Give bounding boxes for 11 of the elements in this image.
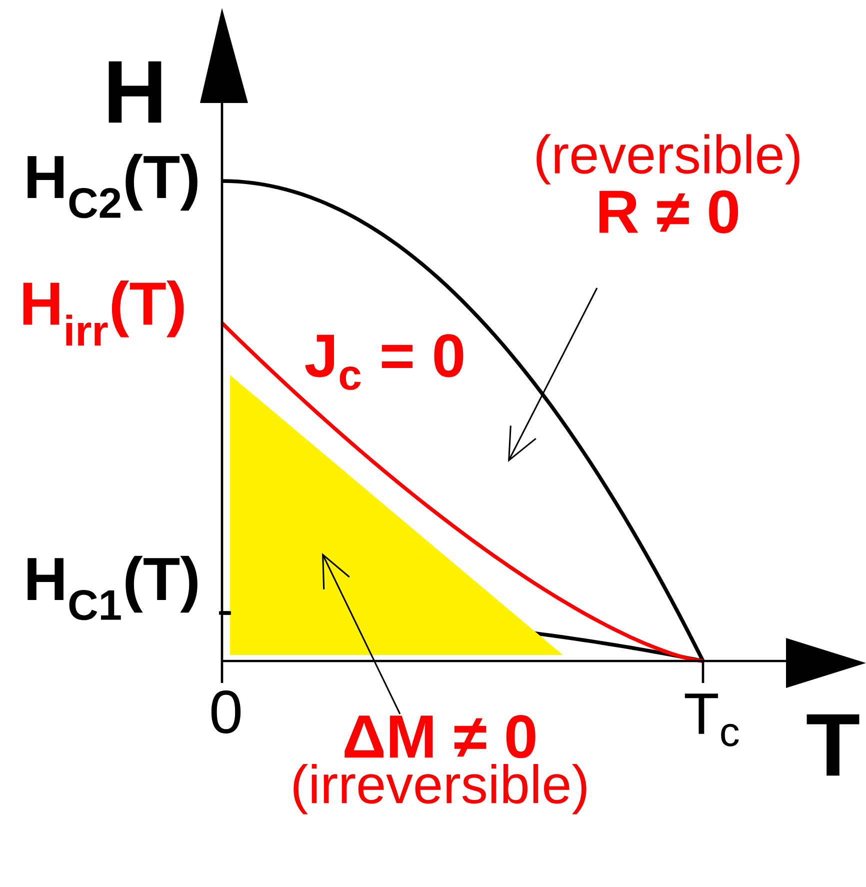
arrow xyxy=(322,552,401,714)
region-label: ΔM ≠ 0 (irreversible) xyxy=(294,715,586,814)
curve-label: J$_{c}$ = 0 xyxy=(305,334,464,390)
axis-title: T xyxy=(806,714,860,776)
region-label: (reversible) R ≠ 0 xyxy=(536,134,800,234)
axis-title: H xyxy=(108,61,162,123)
tick-label: 0 xyxy=(211,690,241,734)
axis-value-label: H$_{C2}$(T) xyxy=(28,154,198,218)
axis-value-label: H$_{irr}$(T) xyxy=(23,280,184,346)
tick-label: T$_{c}$ xyxy=(684,694,739,746)
arrow xyxy=(508,288,598,462)
